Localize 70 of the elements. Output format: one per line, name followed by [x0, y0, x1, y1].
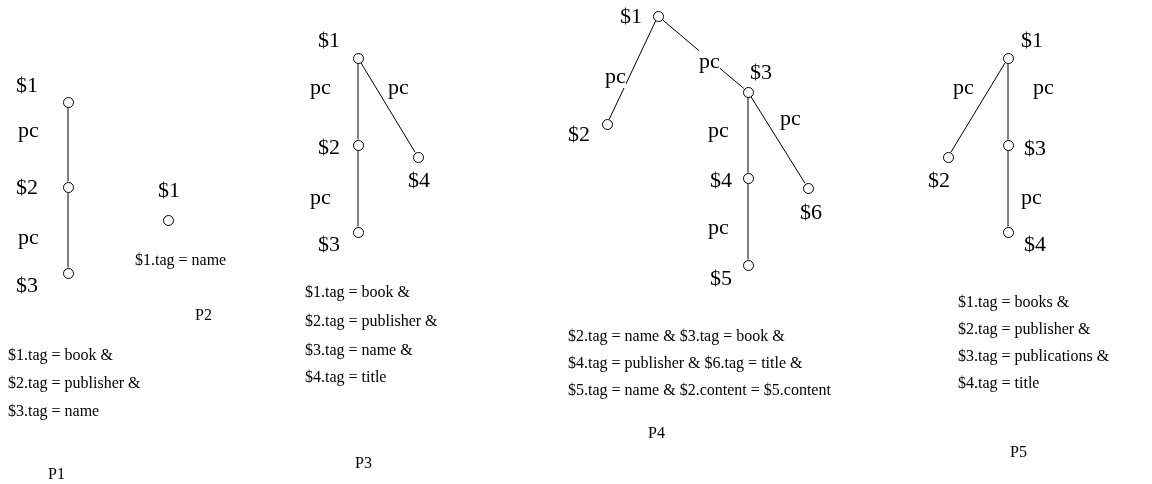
node-circle	[62, 96, 74, 108]
node-label: $1	[158, 178, 180, 202]
text-label: $3.tag = name	[8, 401, 100, 421]
node-label: $6	[800, 200, 822, 224]
edge-line	[360, 62, 416, 153]
edge-line	[950, 62, 1006, 153]
node-label: $1	[16, 73, 38, 97]
node-label: $2	[568, 122, 590, 146]
node-circle	[601, 118, 613, 130]
edge-line	[67, 192, 69, 268]
node-circle	[62, 267, 74, 279]
text-label: $3.tag = publications &	[958, 346, 1110, 366]
text-label: P5	[1010, 442, 1027, 462]
text-label: $1.tag = name	[135, 250, 227, 270]
edge-line	[747, 97, 749, 173]
node-circle	[352, 226, 364, 238]
node-circle	[742, 259, 754, 271]
text-label: P2	[195, 305, 212, 325]
node-label: $1	[620, 4, 642, 28]
node-label: $2	[928, 168, 950, 192]
edge-line	[747, 183, 749, 260]
node-label: $1	[1021, 28, 1043, 52]
node-label: $4	[1024, 232, 1046, 256]
text-label: $4.tag = publisher & $6.tag = title &	[568, 353, 803, 373]
node-circle	[62, 181, 74, 193]
node-circle	[802, 182, 814, 194]
edge-line	[67, 107, 69, 182]
node-label: $2	[318, 135, 340, 159]
node-label: $3	[318, 232, 340, 256]
text-label: $1.tag = book &	[305, 282, 410, 302]
node-circle	[1002, 139, 1014, 151]
edge-line	[1007, 150, 1009, 227]
text-label: P4	[648, 423, 665, 443]
node-label: $4	[710, 168, 732, 192]
text-label: $3.tag = name &	[305, 340, 413, 360]
edge-line	[661, 19, 745, 89]
node-circle	[1002, 226, 1014, 238]
edge-line	[357, 63, 359, 140]
edge-line	[750, 96, 806, 184]
text-label: $1.tag = book &	[8, 345, 113, 365]
node-circle	[412, 151, 424, 163]
node-label: $1	[318, 28, 340, 52]
text-label: $4.tag = title	[958, 373, 1040, 393]
node-circle	[352, 139, 364, 151]
node-label: $4	[408, 168, 430, 192]
edge-line	[1007, 63, 1009, 140]
text-label: P1	[48, 464, 65, 484]
text-label: $2.tag = name & $3.tag = book &	[568, 326, 785, 346]
node-label: $2	[16, 175, 38, 199]
node-label: $3	[750, 60, 772, 84]
node-circle	[162, 214, 174, 226]
edge-line	[608, 20, 657, 120]
edge-line	[357, 150, 359, 227]
text-label: $2.tag = publisher &	[958, 319, 1091, 339]
node-circle	[652, 10, 664, 22]
node-circle	[942, 151, 954, 163]
node-circle	[742, 172, 754, 184]
text-label: $2.tag = publisher &	[8, 373, 141, 393]
node-circle	[742, 86, 754, 98]
node-label: $5	[710, 266, 732, 290]
node-label: $3	[1024, 136, 1046, 160]
node-circle	[352, 52, 364, 64]
node-circle	[1002, 52, 1014, 64]
text-label: $4.tag = title	[305, 367, 387, 387]
text-label: $5.tag = name & $2.content = $5.content	[568, 380, 831, 400]
edge-label: pc	[699, 49, 720, 73]
text-label: $2.tag = publisher &	[305, 311, 438, 331]
text-label: P3	[355, 453, 372, 473]
node-label: $3	[16, 273, 38, 297]
text-label: $1.tag = books &	[958, 292, 1070, 312]
